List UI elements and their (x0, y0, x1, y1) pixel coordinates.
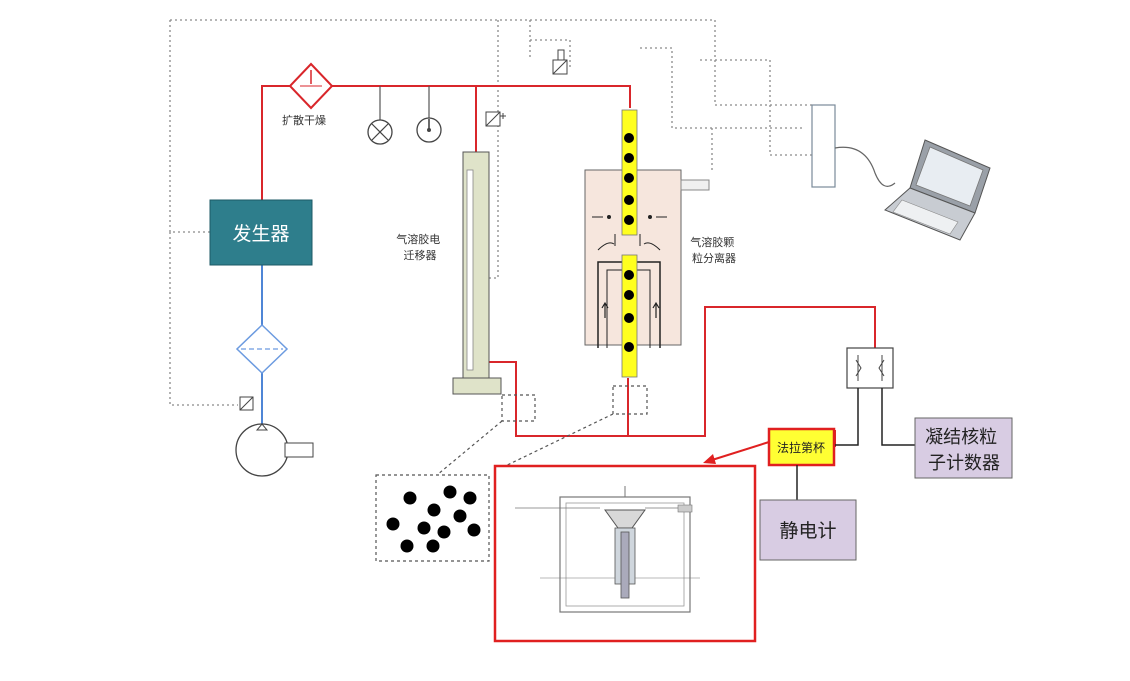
particle-rod-upper (621, 109, 638, 236)
laptop-icon (884, 139, 991, 241)
callout-arrow (703, 441, 770, 464)
diffusion-dryer-icon (288, 62, 334, 110)
dma-column (452, 151, 502, 395)
generator-label: 发生器 (232, 223, 289, 245)
splitter-lines (835, 388, 915, 446)
particles-inset (386, 485, 481, 553)
dma-label: 气溶胶电 迁移器 (396, 232, 444, 262)
filter-diamond-icon (235, 323, 289, 375)
electrometer-box: 静电计 (759, 499, 857, 561)
faraday-cup-detail (493, 464, 757, 643)
cpc-label: 凝结核粒 子计数器 (925, 427, 1003, 474)
generator-box: 发生器 (209, 199, 313, 266)
pump-icon (235, 423, 314, 477)
sample-flow-lines (261, 85, 876, 447)
aerosol-particle-separator (584, 169, 710, 348)
control-wiring (169, 19, 815, 406)
gauge-stubs (379, 86, 430, 120)
diffusion-dryer-label: 扩散干燥 (282, 113, 326, 127)
flow-splitter-icon (846, 347, 894, 389)
pump-valve-icon (239, 396, 254, 411)
particle-rod-lower (621, 254, 638, 378)
top-valve-icon (552, 49, 568, 75)
flow-meter-icon (367, 119, 393, 145)
cpc-box: 凝结核粒 子计数器 (914, 417, 1013, 479)
separator-label: 气溶胶颗 粒分离器 (690, 235, 738, 265)
faraday-cup-box: 法拉第杯 (767, 427, 836, 467)
controller-icon (811, 104, 836, 188)
laptop-cable (834, 146, 896, 187)
faraday-cup-label: 法拉第杯 (777, 440, 825, 455)
valve-icon (485, 111, 506, 127)
pressure-gauge-icon (416, 117, 442, 143)
zoom-callouts (375, 385, 648, 562)
electrometer-label: 静电计 (779, 520, 836, 542)
